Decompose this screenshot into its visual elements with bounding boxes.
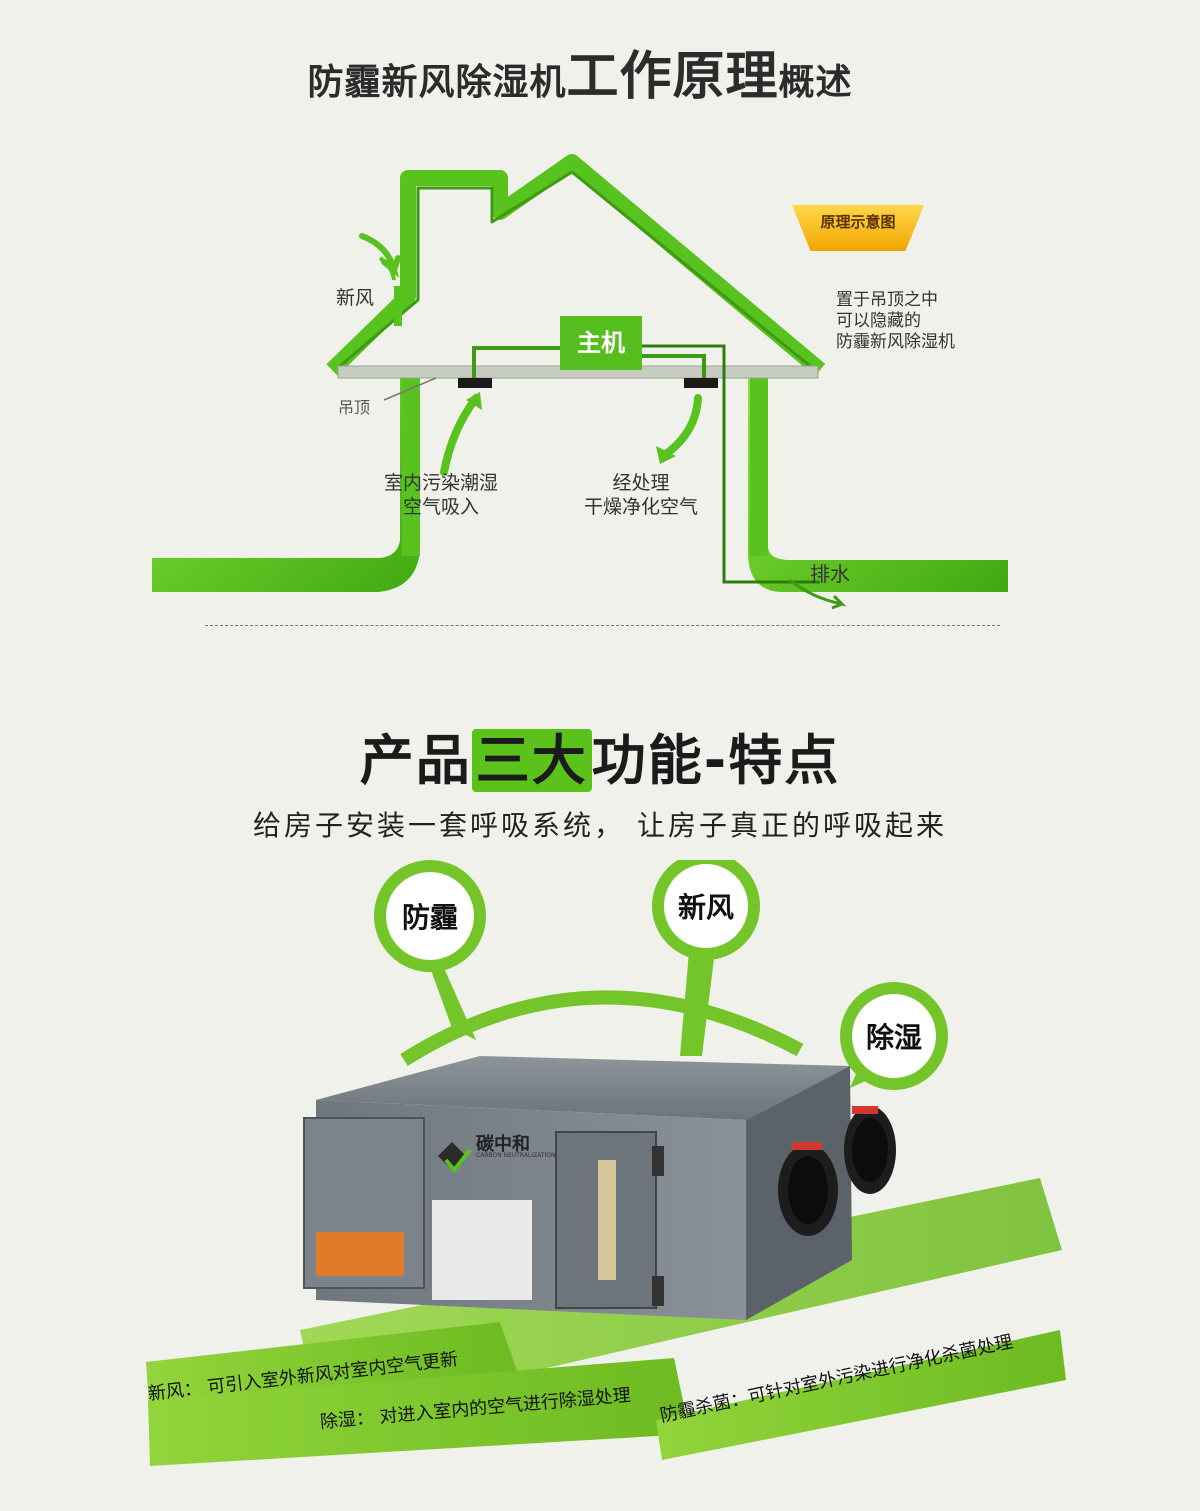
house-diagram [152,154,1008,610]
product-illustration [146,860,1066,1466]
brand-name: 碳中和 [476,1134,530,1155]
intake-label-line2: 空气吸入 [402,496,479,518]
right-wall [750,366,768,556]
output-label-line1: 经处理 [612,472,670,494]
drain-pipe [642,344,820,584]
features-subtitle: 给房子安装一套呼吸系统， 让房子真正的呼吸起来 [253,809,947,842]
principle-title-part2: 工作原理 [566,47,779,107]
drain-arrow [789,578,847,610]
features-title-part2: 功能-特点 [591,729,841,792]
ground-left [152,372,420,592]
principle-title-part1: 防霾新风除湿机 [307,62,567,103]
hidden-note-line2: 可以隐藏的 [836,311,921,331]
device-spec-label [432,1200,532,1300]
intake-label: 室内污染潮湿 空气吸入 [366,471,516,519]
bubble-haze [374,860,486,972]
duct-connectors [778,1106,896,1236]
drain-label: 排水 [810,562,850,586]
ribbon-front-3 [656,1330,1066,1460]
hidden-note-line1: 置于吊顶之中 [836,290,938,310]
fresh-air-label: 新风 [336,287,375,309]
output-label: 经处理 干燥净化空气 [566,471,716,519]
host-unit-label: 主机 [560,316,642,370]
vent-left [458,378,492,388]
house-outline [326,154,826,377]
ceiling-label: 吊顶 [338,398,371,417]
brand-subtitle: CARBON NEUTRALIZATION [476,1152,556,1159]
bubble-fresh [652,860,760,960]
principle-title-part3: 概述 [778,62,853,103]
left-wall [402,366,420,556]
ceiling-leader [383,377,437,401]
device-top [316,1056,850,1120]
features-title-part1: 产品 [359,729,472,792]
duct-right [642,354,706,378]
bubble-label-dehumid: 除湿 [865,1021,922,1054]
ground-right [748,372,1008,592]
ribbon-front-2 [148,1358,690,1466]
vent-right [684,378,718,388]
intake-arrow [440,394,480,476]
bubble-label-haze: 防霾 [401,901,458,934]
section-divider [205,625,1000,626]
bubble-dehumid [840,982,948,1090]
hidden-note-line3: 防霾新风除湿机 [836,332,955,352]
duct-left [472,346,560,378]
output-label-line2: 干燥净化空气 [583,496,698,518]
fresh-air-arrow [359,233,401,278]
intake-label-line1: 室内污染潮湿 [383,472,498,494]
principle-title: 防霾新风除湿机工作原理概述 [0,34,1160,109]
house-inner [339,170,811,368]
bubble-label-fresh: 新风 [677,891,734,924]
features-title-highlight: 三大 [471,729,592,792]
features-title: 产品三大功能-特点 [0,716,1200,795]
green-arc [400,990,804,1066]
bubble-stem-fresh [680,940,716,1056]
output-arrow [662,394,702,458]
principle-badge: 原理示意图 [792,205,924,251]
hidden-note: 置于吊顶之中 可以隐藏的 防霾新风除湿机 [836,290,955,353]
